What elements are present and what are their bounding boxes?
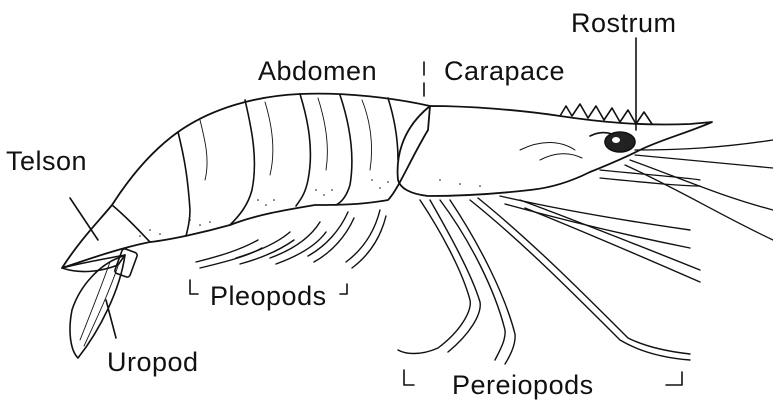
antennae	[600, 140, 773, 240]
abdomen-label: Abdomen	[258, 58, 377, 85]
pleopods	[196, 210, 386, 268]
pereiopods	[398, 196, 700, 364]
pleopods-label: Pleopods	[210, 283, 327, 310]
telson-label: Telson	[6, 148, 87, 175]
rostrum-label: Rostrum	[571, 10, 677, 37]
uropod-pointer	[106, 300, 116, 338]
telson-pointer	[70, 198, 98, 240]
eye	[590, 132, 635, 152]
uropod-label: Uropod	[107, 349, 199, 376]
pereiopods-label: Pereiopods	[452, 372, 594, 399]
carapace-label: Carapace	[444, 58, 565, 85]
